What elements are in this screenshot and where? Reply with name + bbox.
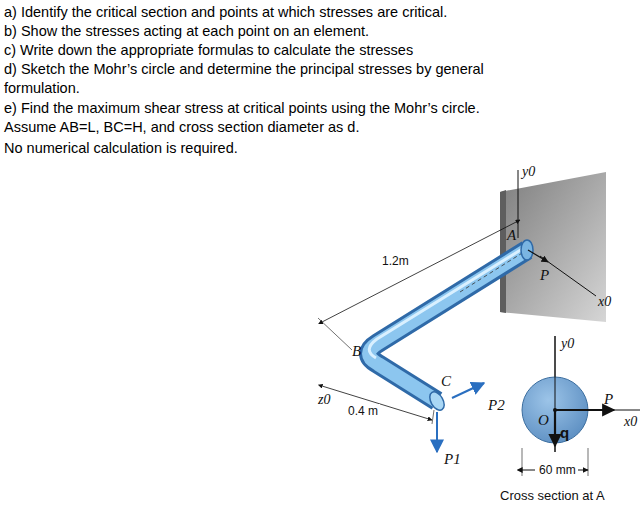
center-point	[553, 408, 557, 412]
axis-line	[518, 170, 519, 238]
extension-line	[588, 448, 589, 476]
extension-line	[522, 448, 523, 476]
point-label: A	[507, 226, 516, 244]
axis-line	[555, 336, 556, 452]
axis-line	[540, 256, 596, 296]
dimension-label: 60 mm	[537, 463, 578, 477]
force-label: P	[540, 266, 549, 284]
axis-label: x0	[624, 414, 637, 431]
point-label: O	[538, 411, 549, 429]
wall-edge	[500, 190, 506, 313]
load-label: P2	[488, 396, 505, 414]
force-arrow	[554, 410, 556, 446]
pipe-outline	[369, 250, 527, 401]
extension-line	[318, 318, 352, 350]
dimension-label: 0.4 m	[346, 404, 380, 418]
force-label: P	[604, 390, 613, 408]
task-line: b) Show the stresses acting at each poin…	[4, 22, 369, 41]
pipe-end	[521, 240, 533, 260]
dimension-label: 1.2m	[380, 254, 411, 268]
dimension-line	[578, 470, 588, 471]
task-line: d) Sketch the Mohr’s circle and determin…	[4, 60, 529, 98]
axis-line	[555, 410, 640, 411]
load-arrow	[436, 412, 438, 452]
load-arrow	[452, 383, 484, 398]
task-line: Assume AB=L, BC=H, and cross section dia…	[4, 118, 359, 137]
task-line: e) Find the maximum shear stress at crit…	[4, 99, 480, 118]
pipe-highlight	[369, 246, 527, 358]
point-label: B	[352, 342, 361, 360]
axis-label: x0	[598, 294, 611, 311]
extension-line	[432, 410, 434, 424]
force-label: q	[560, 424, 569, 442]
axis-label: z0	[318, 392, 330, 409]
point-label: C	[441, 372, 451, 390]
task-line: No numerical calculation is required.	[4, 139, 238, 158]
load-label: P1	[444, 450, 461, 468]
force-arrow	[528, 250, 548, 262]
pipe-axis	[460, 250, 527, 292]
task-line: c) Write down the appropriate formulas t…	[4, 41, 413, 60]
axis-label: y0	[522, 164, 535, 181]
pipe-body	[369, 250, 527, 401]
dimension-line	[522, 470, 535, 471]
axis-line	[555, 336, 556, 452]
force-arrow	[555, 409, 614, 411]
axis-label: y0	[561, 336, 574, 353]
caption-label: Cross section at A	[500, 488, 605, 504]
task-line: a) Identify the critical section and poi…	[4, 3, 447, 22]
pipe-end	[427, 389, 447, 412]
